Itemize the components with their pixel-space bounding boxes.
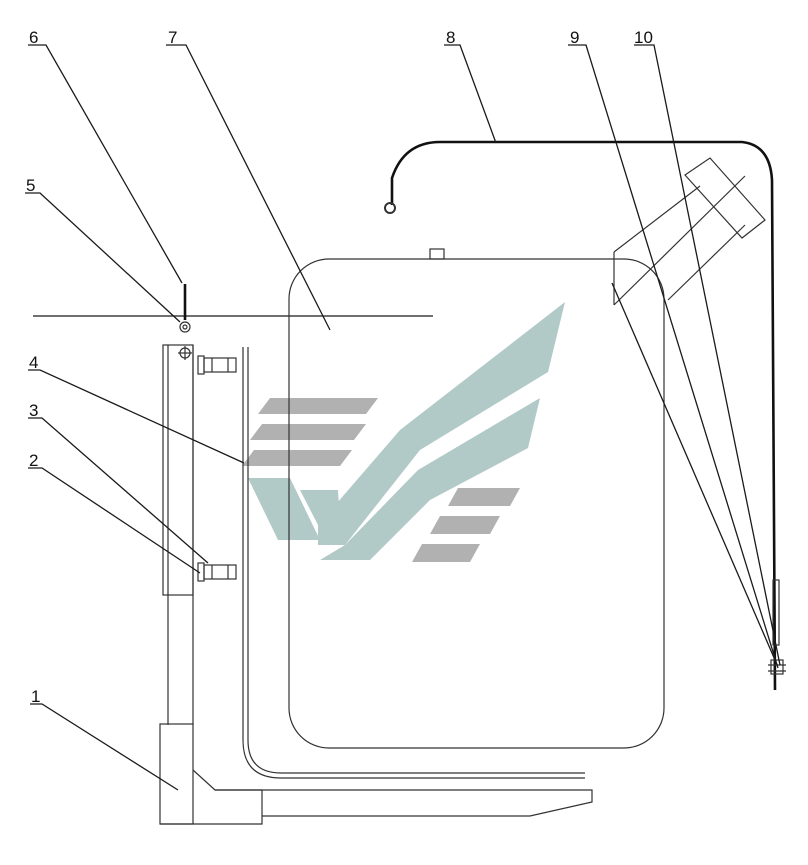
callout-1: 1 bbox=[31, 687, 40, 706]
part-1-fork-mast bbox=[159, 344, 593, 825]
callout-7: 7 bbox=[168, 28, 177, 47]
part-8-cable bbox=[390, 140, 777, 691]
part-4-plate bbox=[242, 347, 585, 779]
callout-4: 4 bbox=[29, 353, 38, 372]
callout-5: 5 bbox=[26, 176, 35, 195]
callout-9: 9 bbox=[570, 28, 579, 47]
parts-9-10-fittings bbox=[768, 579, 786, 675]
callout-2: 2 bbox=[29, 451, 38, 470]
callout-3: 3 bbox=[29, 401, 38, 420]
callout-6: 6 bbox=[29, 28, 38, 47]
part-7-tank bbox=[288, 258, 665, 749]
cylinder bbox=[613, 157, 766, 306]
leader-lines bbox=[25, 44, 781, 791]
callout-10: 10 bbox=[634, 28, 653, 47]
bolt-lower bbox=[197, 562, 237, 582]
pin-and-washer bbox=[178, 284, 192, 360]
tank-cap bbox=[429, 248, 445, 260]
bolt-upper bbox=[197, 355, 237, 375]
watermark-logo bbox=[242, 302, 565, 562]
callout-8: 8 bbox=[446, 28, 455, 47]
